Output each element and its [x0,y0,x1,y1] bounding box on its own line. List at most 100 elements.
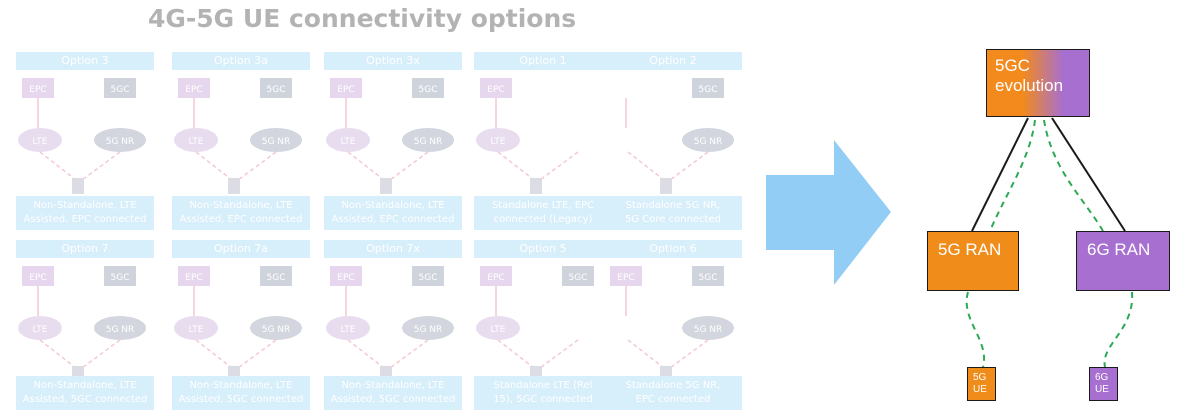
option-footer: Non-Standalone, LTE Assisted, EPC connect… [324,196,462,230]
svg-text:5G NR: 5G NR [262,137,291,147]
option-footer: Non-Standalone, LTE Assisted, 5GC connect… [16,376,154,410]
connectivity-option-card: EPC 5GC 5G NR Option 6 Standalone 5G NR, EPC … [604,240,742,410]
svg-text:EPC: EPC [487,273,504,283]
5gc-evolution-node: 5GC evolution [986,49,1090,117]
option-footer-line1: Non-Standalone, LTE [33,380,137,391]
svg-text:5GC: 5GC [569,273,588,283]
svg-text:5G NR: 5G NR [106,137,135,147]
svg-text:LTE: LTE [33,325,48,335]
option-header: Option 5 [474,240,612,258]
right-arrow-icon [766,140,891,285]
option-footer-line1: Non-Standalone, LTE [189,200,293,211]
option-footer-line1: Non-Standalone, LTE [341,380,445,391]
svg-text:EPC: EPC [337,273,354,283]
svg-text:5G NR: 5G NR [694,325,723,335]
option-footer: Non-Standalone, LTE Assisted, EPC connect… [172,196,310,230]
connectivity-option-card: EPC LTE Option 1 Standalone LTE, EPC connect… [474,52,612,230]
6g-ran-label: 6G RAN [1087,240,1151,259]
option-footer: Standalone LTE, EPC connected (Legacy) [474,196,612,230]
option-footer-line2: EPC connected [635,394,711,405]
option-header: Option 7x [324,240,462,258]
option-topology-icon: EPC 5GC LTE [476,266,594,382]
svg-text:LTE: LTE [189,325,204,335]
5g-ran-node: 5G RAN [927,231,1019,291]
6g-ran-node: 6G RAN [1076,231,1170,291]
option-footer-line1: Standalone LTE (Rel [493,380,593,391]
option-footer-line2: Assisted, 5GC connected [22,394,148,405]
option-footer-line2: 5G Core connected [625,214,721,225]
option-footer: Non-Standalone, LTE Assisted, 5GC connect… [324,376,462,410]
5g-ue-node: 5G UE [967,367,996,401]
svg-text:5G NR: 5G NR [262,325,291,335]
option-header: Option 3x [324,52,462,70]
svg-text:5G NR: 5G NR [694,137,723,147]
option-topology-icon: EPC 5GC LTE 5G NR [174,78,302,194]
svg-text:EPC: EPC [617,273,634,283]
option-header: Option 3 [16,52,154,70]
svg-text:EPC: EPC [29,85,46,95]
svg-text:5GC: 5GC [267,85,286,95]
svg-text:EPC: EPC [185,273,202,283]
6g-ue-label-line1: 6G [1095,372,1109,383]
option-footer-line2: Assisted, EPC connected [331,214,455,225]
svg-text:5G NR: 5G NR [414,137,443,147]
svg-text:LTE: LTE [33,137,48,147]
svg-text:5G NR: 5G NR [106,325,135,335]
core-label-line1: 5GC [995,56,1030,75]
option-footer-line2: 15), 5GC connected [493,394,593,405]
option-footer-line1: Non-Standalone, LTE [341,200,445,211]
5g-ue-label-line1: 5G [973,372,987,383]
option-footer-line1: Standalone 5G NR, [625,380,721,391]
option-header: Option 3a [172,52,310,70]
svg-text:LTE: LTE [341,325,356,335]
svg-text:LTE: LTE [491,325,506,335]
svg-text:EPC: EPC [29,273,46,283]
svg-text:LTE: LTE [341,137,356,147]
6g-ue-node: 6G UE [1089,367,1118,401]
option-footer-line1: Non-Standalone, LTE [33,200,137,211]
svg-text:5GC: 5GC [419,273,438,283]
svg-text:EPC: EPC [487,85,504,95]
option-footer: Standalone 5G NR, EPC connected [604,376,742,410]
connectivity-option-card: EPC 5GC LTE Option 5 Standalone LTE (Rel 15),… [474,240,612,410]
option-footer-line1: Standalone LTE, EPC [491,200,595,211]
option-topology-icon: 5GC 5G NR [625,78,734,194]
svg-text:EPC: EPC [185,85,202,95]
option-footer: Standalone 5G NR,5G Core connected [604,196,742,230]
svg-text:5GC: 5GC [419,85,438,95]
option-header: Option 2 [604,52,742,70]
connectivity-option-card: EPC 5GC LTE 5G NR Option 3x Non-Standalone, L… [324,52,462,230]
core-label-line2: evolution [995,76,1064,95]
option-footer: Non-Standalone, LTE Assisted, 5GC connect… [172,376,310,410]
connectivity-option-card: EPC 5GC LTE 5G NR Option 7x Non-Standalone, L… [324,240,462,410]
svg-text:5G NR: 5G NR [414,325,443,335]
5g-ran-label: 5G RAN [938,240,1002,259]
svg-text:EPC: EPC [337,85,354,95]
option-footer-line1: Non-Standalone, LTE [189,380,293,391]
option-footer: Standalone LTE (Rel 15), 5GC connected [474,376,612,410]
5g-ue-label-line2: UE [973,384,987,395]
option-topology-icon: EPC 5GC LTE 5G NR [18,266,146,382]
svg-text:LTE: LTE [491,137,506,147]
svg-text:5GC: 5GC [699,85,718,95]
connectivity-option-card: EPC 5GC LTE 5G NR Option 3 Non-Standalone, LT… [16,52,154,230]
svg-text:5GC: 5GC [699,273,718,283]
option-header: Option 1 [474,52,612,70]
option-footer: Non-Standalone, LTE Assisted, EPC connect… [16,196,154,230]
svg-text:LTE: LTE [189,137,204,147]
option-footer-line2: Assisted, EPC connected [179,214,303,225]
option-footer-line2: connected (Legacy) [493,214,593,225]
svg-text:5GC: 5GC [111,273,130,283]
svg-text:5GC: 5GC [111,85,130,95]
option-header: Option 7a [172,240,310,258]
connectivity-option-card: 5GC 5G NR Option 2 Standalone 5G NR,5G Core… [604,52,742,230]
option-footer-line2: Assisted, 5GC connected [178,394,304,405]
option-footer-line2: Assisted, EPC connected [23,214,147,225]
option-header: Option 6 [604,240,742,258]
connectivity-option-card: EPC 5GC LTE 5G NR Option 3a Non-Standalone, L… [172,52,310,230]
option-topology-icon: EPC LTE [476,78,579,194]
option-footer-line2: Assisted, 5GC connected [330,394,456,405]
